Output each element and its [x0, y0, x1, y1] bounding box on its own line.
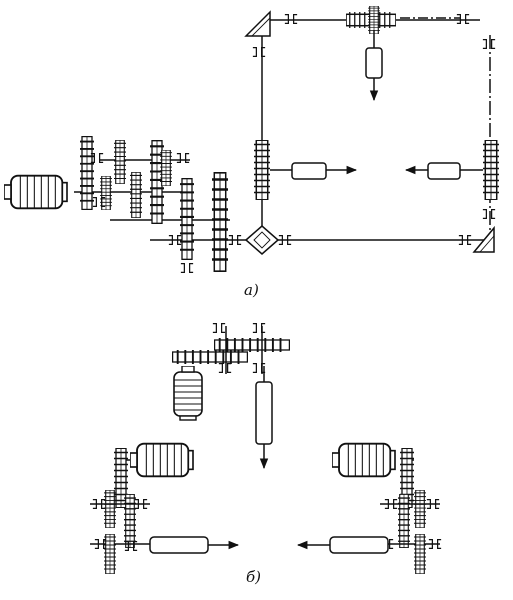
figure-b-caption: б)	[246, 568, 262, 586]
figure-a-caption: а)	[244, 281, 259, 299]
figure-b	[90, 322, 442, 574]
figure-a	[4, 6, 499, 274]
